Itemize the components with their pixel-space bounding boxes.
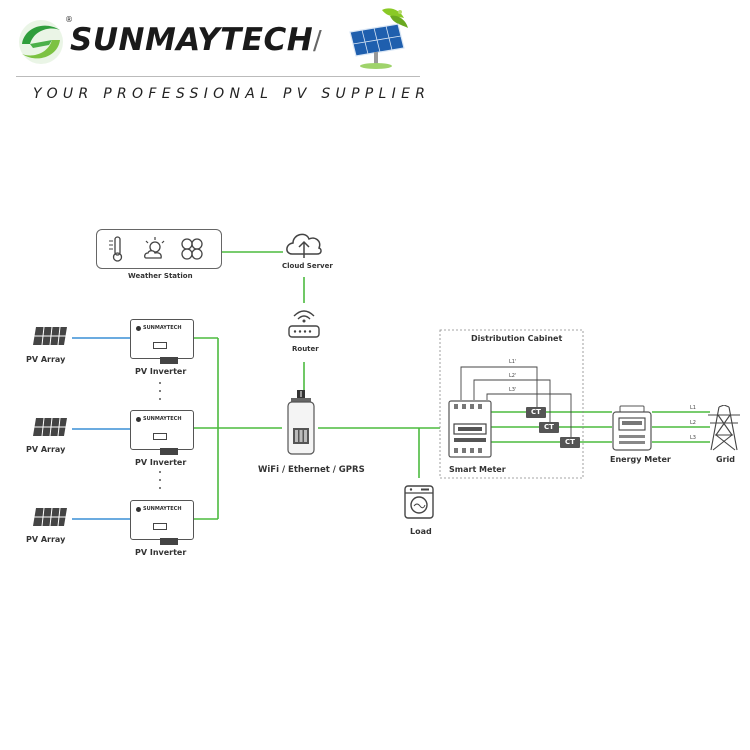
inverter-logo-icon (136, 326, 141, 331)
cabinet-line-label: L1' (509, 359, 517, 365)
brand-name: SUNMAYTECH (70, 22, 314, 58)
solar-panel-illustration-icon (349, 8, 408, 69)
solar-panel-icon (33, 417, 67, 437)
inverter-logo-icon (136, 507, 141, 512)
inverter-display (153, 433, 167, 440)
inverter-display (153, 523, 167, 530)
wind-fan-icon (181, 238, 203, 260)
thermometer-icon (109, 236, 123, 262)
grid-line-label: L3 (690, 435, 696, 441)
inverter-terminals (160, 538, 178, 545)
cabinet-line-label: L3' (509, 387, 517, 393)
solar-panel-icon (33, 507, 67, 527)
inverter-terminals (160, 357, 178, 364)
grid-tower-icon (708, 405, 740, 451)
router-icon (288, 310, 320, 338)
inverter-logo-icon (136, 417, 141, 422)
pv-inverter-label: PV Inverter (135, 367, 187, 376)
smart-meter-label: Smart Meter (449, 465, 506, 474)
energy-meter-icon (612, 405, 652, 451)
washing-machine-load-icon (404, 485, 434, 519)
pv-array-label: PV Array (26, 355, 66, 364)
datalogger-device-icon (287, 390, 315, 455)
inverter-brand: SUNMAYTECH (143, 506, 182, 512)
smart-meter-icon (448, 400, 492, 458)
header-rule (16, 76, 420, 77)
weather-station-label: Weather Station (128, 272, 193, 280)
header: ® SUNMAYTECH / YOUR PROFESSIONAL PV SUPP… (0, 0, 750, 110)
inverter-brand: SUNMAYTECH (143, 416, 182, 422)
pv-inverter-label: PV Inverter (135, 458, 187, 467)
inverter-terminals (160, 448, 178, 455)
ct-sensor-1: CT (526, 407, 546, 418)
cabinet-line-label: L2' (509, 373, 517, 379)
cloud-server-label: Cloud Server (282, 262, 333, 270)
distribution-cabinet-label: Distribution Cabinet (471, 334, 563, 343)
pv-array-label: PV Array (26, 445, 66, 454)
inverter-box: SUNMAYTECH (130, 500, 194, 540)
load-label: Load (410, 527, 432, 536)
weather-station (96, 229, 222, 269)
grid-line-label: L2 (690, 420, 696, 426)
cloud-server-icon (286, 233, 322, 258)
weather-sun-cloud-icon (144, 237, 165, 259)
inverter-box: SUNMAYTECH (130, 319, 194, 359)
registered-mark: ® (65, 15, 73, 24)
ct-sensor-2: CT (539, 422, 559, 433)
grid-label: Grid (716, 455, 735, 464)
pv-inverter-label: PV Inverter (135, 548, 187, 557)
grid-line-label: L1 (690, 405, 696, 411)
router-label: Router (292, 345, 319, 353)
ct-sensor-3: CT (560, 437, 580, 448)
brand-logo-icon (19, 20, 63, 64)
inverter-box: SUNMAYTECH (130, 410, 194, 450)
header-separator: / (313, 26, 322, 56)
datalogger-label: WiFi / Ethernet / GPRS (258, 465, 365, 475)
slogan: YOUR PROFESSIONAL PV SUPPLIER (33, 86, 431, 102)
solar-panel-icon (33, 326, 67, 346)
pv-array-label: PV Array (26, 535, 66, 544)
inverter-display (153, 342, 167, 349)
energy-meter-label: Energy Meter (610, 455, 671, 464)
inverter-brand: SUNMAYTECH (143, 325, 182, 331)
